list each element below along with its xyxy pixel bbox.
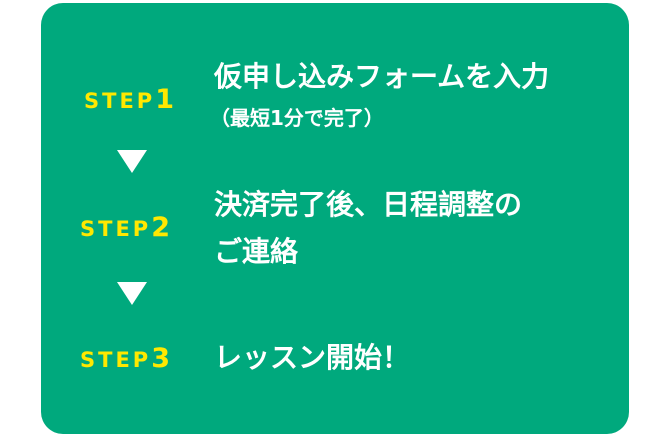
step-1-number: 1	[155, 84, 174, 115]
step-3-number: 3	[151, 343, 170, 374]
step-2-number: 2	[151, 212, 170, 243]
step-2-label: STEP2	[80, 214, 170, 241]
down-triangle-icon	[117, 150, 147, 173]
step-2-title-line-2: ご連絡	[214, 235, 299, 268]
step-1-label: STEP1	[84, 86, 174, 113]
steps-card	[41, 3, 629, 434]
step-2-title-line-1: 決済完了後、日程調整の	[214, 188, 523, 221]
step-1-title: 仮申し込みフォームを入力	[214, 60, 550, 93]
step-1-label-text: STEP	[84, 89, 156, 113]
step-3-label: STEP3	[80, 345, 170, 372]
down-triangle-icon	[117, 282, 147, 305]
step-3-title: レッスン開始！	[214, 341, 411, 374]
step-2-label-text: STEP	[80, 217, 152, 241]
step-1-subtitle: （最短1分で完了）	[210, 106, 384, 130]
step-3-label-text: STEP	[80, 348, 152, 372]
